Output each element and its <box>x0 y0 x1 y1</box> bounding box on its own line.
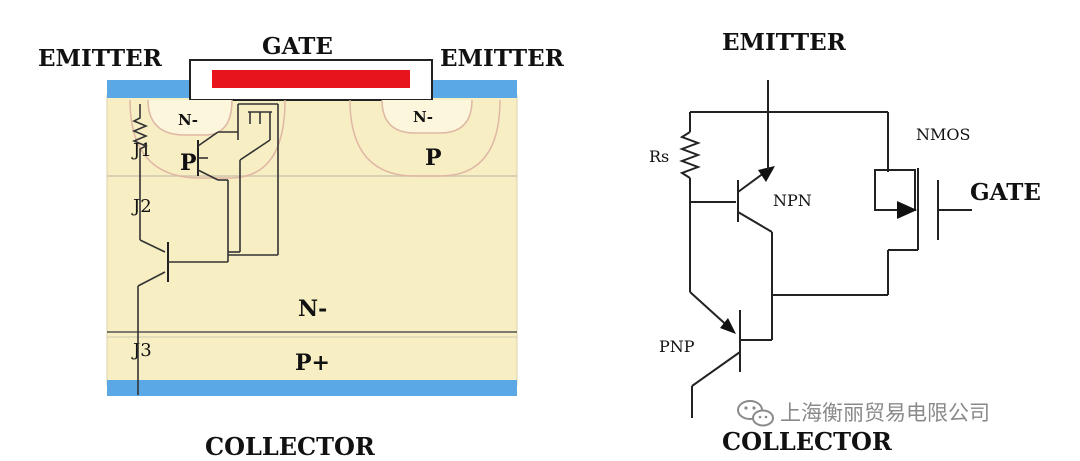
nmos-body <box>874 169 916 211</box>
cross-gate-label: GATE <box>262 33 333 60</box>
silicon-body <box>106 94 518 386</box>
resistor-label: Rs <box>649 147 669 166</box>
wechat-icon <box>737 400 774 427</box>
cross-emitter-left-label: EMITTER <box>38 45 163 72</box>
cross-emitter-right-label: EMITTER <box>440 45 565 72</box>
nmos-arrow <box>897 201 917 219</box>
embedded-resistor <box>131 104 149 160</box>
p-well-right <box>349 99 501 177</box>
embedded-circuit <box>131 103 279 395</box>
gate-poly <box>212 70 410 88</box>
region-drift: N- <box>298 296 327 322</box>
equivalent-circuit: EMITTER GATE COLLECTOR Rs NPN PNP NMOS <box>649 29 1041 456</box>
junction-j1: J1 <box>131 140 152 161</box>
region-substrate: P+ <box>295 350 330 376</box>
pnp-collector <box>691 351 741 387</box>
collector-metal <box>107 380 517 396</box>
npn-collector <box>737 211 773 233</box>
npn-arrow <box>758 166 775 182</box>
n-source-left <box>147 99 233 136</box>
npn-label: NPN <box>773 191 812 210</box>
junction-j3: J3 <box>131 340 152 361</box>
emitter-metal-left <box>107 80 190 98</box>
region-p-right: P <box>425 145 442 171</box>
emitter-metal-right <box>432 80 517 98</box>
n-source-right <box>381 99 473 134</box>
region-p-left: P <box>180 150 197 176</box>
igbt-cross-section: N- N- P P N- P+ J1 J2 J3 <box>38 33 565 461</box>
watermark: 上海衡丽贸易电限公司 <box>737 400 990 427</box>
region-n-minus-right: N- <box>413 108 433 126</box>
circuit-emitter-label: EMITTER <box>722 29 847 56</box>
resistor-rs <box>679 131 701 179</box>
circuit-gate-label: GATE <box>970 179 1041 206</box>
cross-collector-label: COLLECTOR <box>205 432 376 461</box>
circuit-collector-label: COLLECTOR <box>722 427 893 456</box>
watermark-text: 上海衡丽贸易电限公司 <box>780 401 990 425</box>
pnp-label: PNP <box>659 337 695 356</box>
pnp-arrow <box>720 318 736 334</box>
region-n-minus-left: N- <box>178 111 198 129</box>
junction-j2: J2 <box>131 196 152 217</box>
nmos-label: NMOS <box>916 125 970 144</box>
